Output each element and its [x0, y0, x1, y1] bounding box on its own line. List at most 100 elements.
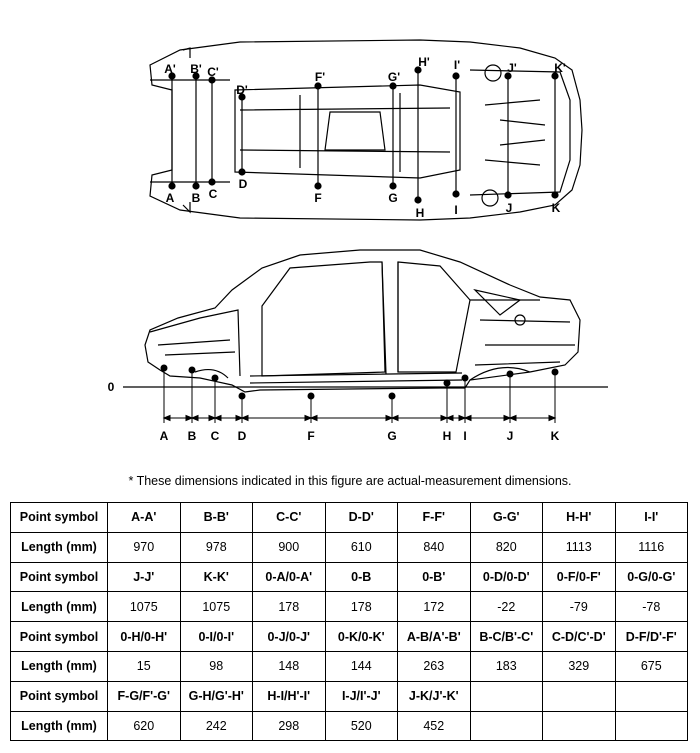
table-cell: 0-I/0-I' [179, 621, 253, 652]
row-header: Length (mm) [10, 650, 108, 682]
table-cell: C-D/C'-D' [542, 621, 616, 652]
label-c-top: C [209, 187, 218, 201]
table-row: Point symbol J-J' K-K' 0-A/0-A' 0-B 0-B'… [10, 561, 688, 593]
label-b-side: B [188, 429, 197, 443]
table-cell: 0-B' [397, 561, 471, 593]
body-side-view [144, 249, 581, 393]
table-cell: J-K/J'-K' [397, 680, 471, 712]
table-cell: D-D' [324, 502, 398, 533]
table-cell: -22 [469, 591, 543, 623]
table-cell: 0-D/0-D' [469, 561, 543, 593]
row-header: Length (mm) [10, 591, 108, 623]
label-i-side: I [463, 429, 466, 443]
label-zero: 0 [108, 380, 115, 394]
label-c-prime: C' [207, 65, 219, 79]
table-cell: J-J' [107, 561, 181, 593]
label-k-top: K [552, 201, 561, 215]
table-cell: 298 [252, 710, 326, 742]
table-cell: 900 [252, 531, 326, 563]
label-c-side: C [211, 429, 220, 443]
table-cell: 0-J/0-J' [252, 621, 326, 652]
table-cell: -79 [542, 591, 616, 623]
table-cell: 520 [324, 710, 398, 742]
table-cell [469, 680, 543, 712]
label-j-side: J [507, 429, 514, 443]
table-cell: I-J/I'-J' [324, 680, 398, 712]
table-cell: 15 [107, 650, 181, 682]
row-header: Length (mm) [10, 531, 108, 563]
table-cell: 263 [397, 650, 471, 682]
table-cell: D-F/D'-F' [614, 621, 688, 652]
table-row: Point symbol F-G/F'-G' G-H/G'-H' H-I/H'-… [10, 680, 688, 712]
table-cell [542, 710, 616, 742]
row-header: Length (mm) [10, 710, 108, 742]
label-h-side: H [443, 429, 452, 443]
table-cell: C-C' [252, 502, 326, 533]
label-g-top: G [388, 191, 397, 205]
table-cell: 98 [179, 650, 253, 682]
table-cell: -78 [614, 591, 688, 623]
label-a-prime: A' [164, 62, 176, 76]
table-cell: 452 [397, 710, 471, 742]
top-view-measure-lines [168, 66, 559, 204]
label-d-prime: D' [236, 83, 248, 97]
table-cell [469, 710, 543, 742]
table-cell: 1113 [542, 531, 616, 563]
row-header: Point symbol [10, 561, 108, 593]
row-header: Point symbol [10, 680, 108, 712]
body-dimensions-figure: A' B' C' D' F' G' H' I' J' K' A B C D F … [108, 39, 608, 443]
label-d-side: D [238, 429, 247, 443]
label-a-side: A [160, 429, 169, 443]
table-cell: 0-H/0-H' [107, 621, 181, 652]
side-view-measure-lines [160, 364, 559, 423]
table-row: Length (mm) 1075 1075 178 178 172 -22 -7… [10, 591, 688, 623]
table-row: Length (mm) 15 98 148 144 263 183 329 67… [10, 650, 688, 682]
table-cell: 172 [397, 591, 471, 623]
dimension-chain [162, 414, 557, 422]
table-cell: K-K' [179, 561, 253, 593]
table-cell [614, 680, 688, 712]
label-h-top: H [416, 206, 425, 220]
underbody-top-view [149, 39, 583, 221]
table-row: Length (mm) 620 242 298 520 452 [10, 710, 688, 742]
label-g-side: G [387, 429, 396, 443]
table-cell: B-B' [179, 502, 253, 533]
label-f-prime: F' [315, 70, 325, 84]
row-header: Point symbol [10, 621, 108, 652]
table-cell: 148 [252, 650, 326, 682]
table-cell: 620 [107, 710, 181, 742]
label-i-top: I [454, 203, 457, 217]
label-a-top: A [166, 191, 175, 205]
table-row: Length (mm) 970 978 900 610 840 820 1113… [10, 531, 688, 563]
table-cell: 970 [107, 531, 181, 563]
table-cell [614, 710, 688, 742]
table-cell: F-F' [397, 502, 471, 533]
measurement-note: * These dimensions indicated in this fig… [128, 474, 572, 488]
table-cell: 178 [324, 591, 398, 623]
table-cell: 178 [252, 591, 326, 623]
table-cell: 1075 [179, 591, 253, 623]
label-f-side: F [307, 429, 314, 443]
label-b-prime: B' [190, 62, 202, 76]
label-b-top: B [192, 191, 201, 205]
table-cell: 0-F/0-F' [542, 561, 616, 593]
table-cell: 840 [397, 531, 471, 563]
table-cell: 675 [614, 650, 688, 682]
table-cell: 242 [179, 710, 253, 742]
table-cell: 1075 [107, 591, 181, 623]
table-cell: 0-K/0-K' [324, 621, 398, 652]
table-cell: 183 [469, 650, 543, 682]
table-cell: 0-A/0-A' [252, 561, 326, 593]
label-h-prime: H' [418, 55, 430, 69]
table-cell: 329 [542, 650, 616, 682]
table-cell: B-C/B'-C' [469, 621, 543, 652]
table-cell: 610 [324, 531, 398, 563]
label-i-prime: I' [454, 58, 460, 72]
table-cell: 1116 [614, 531, 688, 563]
label-k-side: K [551, 429, 560, 443]
table-cell: I-I' [614, 502, 688, 533]
table-cell: H-H' [542, 502, 616, 533]
label-k-prime: K' [554, 61, 566, 75]
table-cell: G-H/G'-H' [179, 680, 253, 712]
dimension-table: Point symbol A-A' B-B' C-C' D-D' F-F' G-… [10, 502, 688, 742]
